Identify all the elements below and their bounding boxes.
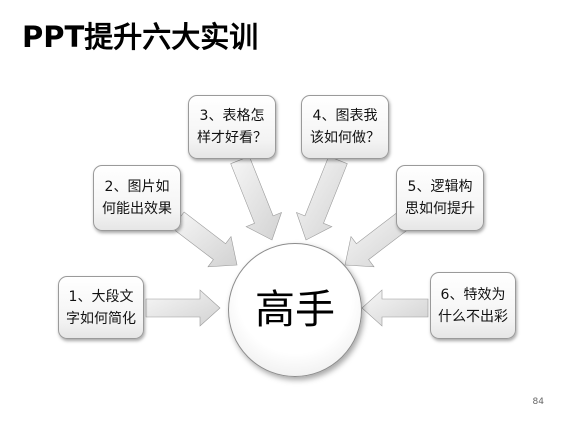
arrow-2 — [171, 211, 238, 268]
topic-label-2: 2、图片如 何能出效果 — [102, 179, 172, 217]
topic-label-5: 5、逻辑构 思如何提升 — [405, 179, 475, 217]
arrow-4 — [296, 155, 348, 241]
topic-label-4: 4、图表我 该如何做？ — [310, 108, 380, 146]
topic-box-2[interactable]: 2、图片如 何能出效果 — [93, 165, 181, 231]
center-label: 高手 — [255, 287, 335, 333]
topic-box-3[interactable]: 3、表格怎 样才好看？ — [188, 95, 276, 159]
arrow-5 — [344, 211, 411, 268]
topic-box-4[interactable]: 4、图表我 该如何做？ — [301, 95, 389, 159]
topic-box-6[interactable]: 6、特效为 什么不出彩 — [430, 272, 516, 339]
arrow-3 — [230, 155, 282, 241]
slide-title: PPT提升六大实训 — [22, 20, 259, 54]
arrow-6 — [361, 289, 429, 327]
page-number: 84 — [532, 397, 544, 407]
topic-box-5[interactable]: 5、逻辑构 思如何提升 — [396, 165, 484, 231]
center-circle[interactable]: 高手 — [228, 243, 362, 377]
arrow-1 — [145, 289, 221, 327]
topic-label-6: 6、特效为 什么不出彩 — [438, 286, 508, 325]
topic-label-3: 3、表格怎 样才好看？ — [197, 108, 267, 146]
topic-box-1[interactable]: 1、大段文 字如何简化 — [58, 276, 144, 339]
topic-label-1: 1、大段文 字如何简化 — [66, 288, 136, 327]
